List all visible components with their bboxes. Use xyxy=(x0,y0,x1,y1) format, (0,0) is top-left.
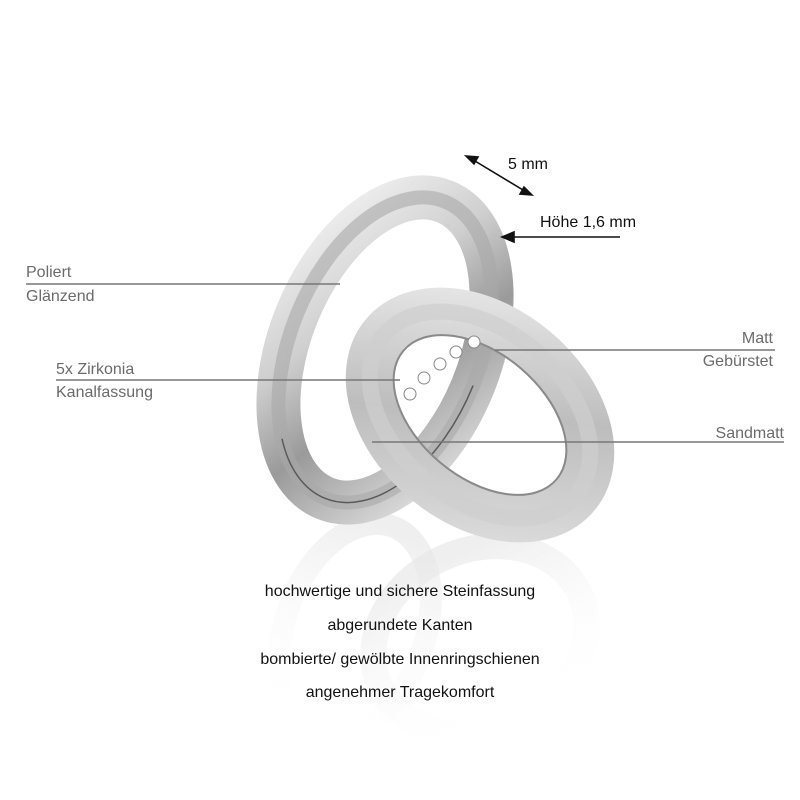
label-sandmatt: Sandmatt xyxy=(715,425,784,442)
leader-lines xyxy=(26,283,784,443)
height-arrow-icon xyxy=(499,230,620,244)
label-channel-setting: Kanalfassung xyxy=(56,384,153,401)
ring-reflection xyxy=(268,512,600,748)
feature-item: abgerundete Kanten xyxy=(327,617,473,634)
width-arrow-icon xyxy=(463,155,535,196)
label-glossy: Glänzend xyxy=(26,288,95,305)
label-zirconia: 5x Zirkonia xyxy=(56,361,135,378)
feature-item: bombierte/ gewölbte Innenringschienen xyxy=(260,651,540,668)
ring-left xyxy=(256,175,514,525)
label-brushed: Gebürstet xyxy=(702,353,773,370)
label-matt: Matt xyxy=(741,330,773,347)
label-polished: Poliert xyxy=(26,264,72,281)
width-dimension-label: 5 mm xyxy=(508,156,548,173)
zirconia-stones xyxy=(403,335,481,401)
feature-item: angenehmer Tragekomfort xyxy=(305,684,495,701)
feature-item: hochwertige und sichere Steinfassung xyxy=(264,583,536,600)
height-dimension-label: Höhe 1,6 mm xyxy=(540,214,637,231)
